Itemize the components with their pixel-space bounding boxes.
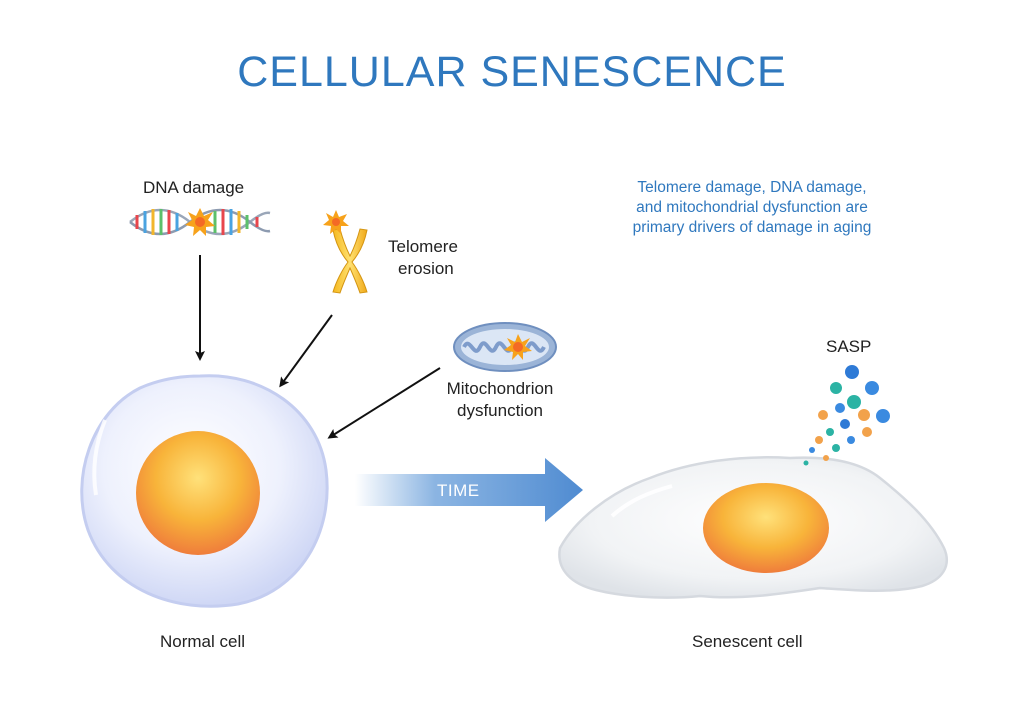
arrow-telomere-to-cell [279,314,333,388]
time-label: TIME [437,481,480,500]
senescent-cell-label: Senescent cell [692,632,803,651]
telomere-label-line2: erosion [398,259,454,278]
sasp-label: SASP [826,337,872,356]
time-arrow [355,458,583,522]
normal-cell-label: Normal cell [160,632,246,651]
chromosome-icon [323,210,368,294]
mitochondrion-dysfunction-label: Mitochondrion dysfunction [440,378,560,422]
senescent-nucleus [703,483,829,573]
telomere-label-line1: Telomere [388,237,458,256]
aging-drivers-note: Telomere damage, DNA damage, and mitocho… [612,178,892,238]
mito-label-line1: Mitochondrion [446,379,554,398]
mito-label-line2: dysfunction [457,401,543,420]
damage-burst-icon [185,208,215,236]
page-title: CELLULAR SENESCENCE [237,48,787,96]
normal-nucleus [136,431,260,555]
note-line3: primary drivers of damage in aging [632,219,872,236]
sasp-particles-icon [803,365,890,466]
mitochondrion-icon [453,322,557,372]
note-line1: Telomere damage, DNA damage, [637,179,867,196]
senescent-cell [558,456,948,599]
arrow-mito-to-cell [327,367,441,439]
telomere-erosion-label: Telomere erosion [388,236,458,280]
dna-helix-icon [129,208,271,236]
dna-damage-label: DNA damage [143,178,245,197]
normal-cell [80,374,329,608]
note-line2: and mitochondrial dysfunction are [636,199,868,216]
